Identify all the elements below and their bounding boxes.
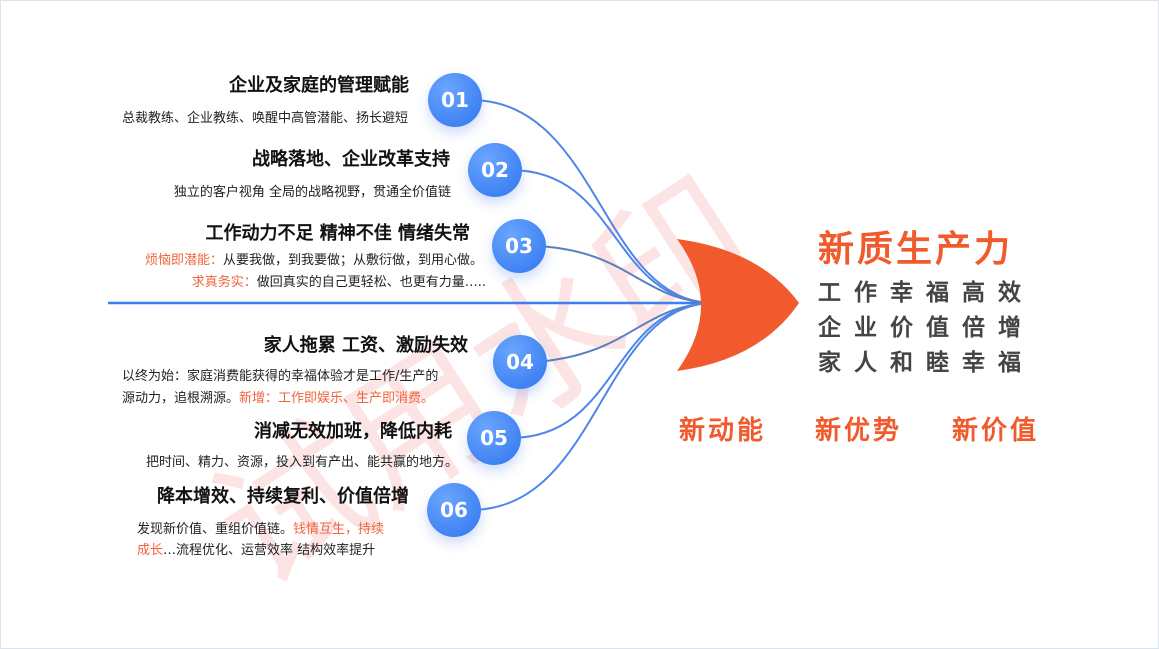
sub-highlight: 新增：工作即娱乐、生产即消费。 bbox=[239, 391, 435, 406]
sub-highlight: 钱情互生，持续 bbox=[293, 522, 385, 537]
badge-03: 03 bbox=[492, 219, 546, 273]
connector-curves bbox=[469, 99, 713, 511]
item-02-sub: 独立的客户视角 全局的战略视野，贯通全价值链 bbox=[173, 185, 451, 200]
sub2-text: 做回真实的自己更轻松、也更有力量….. bbox=[256, 275, 486, 290]
curve-02 bbox=[509, 169, 713, 304]
item-04-sub-line2: 源动力，追根溯源。新增：工作即娱乐、生产即消费。 bbox=[122, 389, 434, 409]
item-05-title: 消减无效加班，降低内耗 bbox=[254, 421, 452, 442]
badge-06: 06 bbox=[427, 483, 481, 537]
sub-text: 源动力，追根溯源。 bbox=[122, 391, 240, 406]
item-06-sub-line2: 成长…流程优化、运营效率 结构效率提升 bbox=[137, 541, 375, 561]
badge-04: 04 bbox=[493, 335, 547, 389]
badge-05: 05 bbox=[467, 411, 521, 465]
item-06-sub-line1: 发现新价值、重组价值链。钱情互生，持续 bbox=[137, 520, 384, 540]
item-01-title: 企业及家庭的管理赋能 bbox=[229, 75, 409, 96]
curve-05 bbox=[509, 302, 713, 439]
item-02-title: 战略落地、企业改革支持 bbox=[252, 149, 450, 170]
benefit-line-2: 企业价值倍增 bbox=[818, 315, 1034, 341]
badge-01: 01 bbox=[428, 73, 482, 127]
sub1-text: 从要我做，到我要做；从敷衍做，到用心做。 bbox=[222, 253, 483, 268]
item-06-title: 降本增效、持续复利、价值倍增 bbox=[157, 486, 409, 507]
item-03-title: 工作动力不足 精神不佳 情绪失常 bbox=[205, 223, 470, 244]
tag-new-advantage: 新优势 bbox=[815, 416, 903, 446]
curve-06 bbox=[469, 302, 713, 511]
curve-01 bbox=[469, 99, 713, 304]
sub-text: 发现新价值、重组价值链。 bbox=[137, 522, 294, 537]
arrow-head-shape bbox=[677, 239, 799, 371]
sub2-label: 求真务实： bbox=[191, 275, 257, 290]
item-03-sub1: 烦恼即潜能：从要我做，到我要做；从敷衍做，到用心做。 bbox=[145, 251, 483, 271]
benefit-line-3: 家人和睦幸福 bbox=[818, 350, 1034, 376]
item-03-sub2: 求真务实：做回真实的自己更轻松、也更有力量….. bbox=[192, 273, 486, 293]
tag-new-momentum: 新动能 bbox=[679, 416, 767, 446]
curve-03 bbox=[534, 245, 713, 304]
headline: 新质生产力 bbox=[818, 229, 1014, 270]
item-04-title: 家人拖累 工资、激励失效 bbox=[263, 335, 468, 356]
tag-new-value: 新价值 bbox=[952, 416, 1040, 446]
benefit-line-1: 工作幸福高效 bbox=[818, 280, 1034, 306]
sub-text: …流程优化、运营效率 结构效率提升 bbox=[163, 543, 376, 558]
item-04-sub-line1: 以终为始：家庭消费能获得的幸福体验才是工作/生产的 bbox=[122, 369, 439, 384]
item-05-sub: 把时间、精力、资源，投入到有产出、能共赢的地方。 bbox=[145, 455, 458, 470]
badge-02: 02 bbox=[468, 143, 522, 197]
sub-highlight: 成长 bbox=[137, 543, 164, 558]
sub1-label: 烦恼即潜能： bbox=[144, 253, 223, 268]
item-01-sub: 总裁教练、企业教练、唤醒中高管潜能、扬长避短 bbox=[121, 111, 408, 126]
